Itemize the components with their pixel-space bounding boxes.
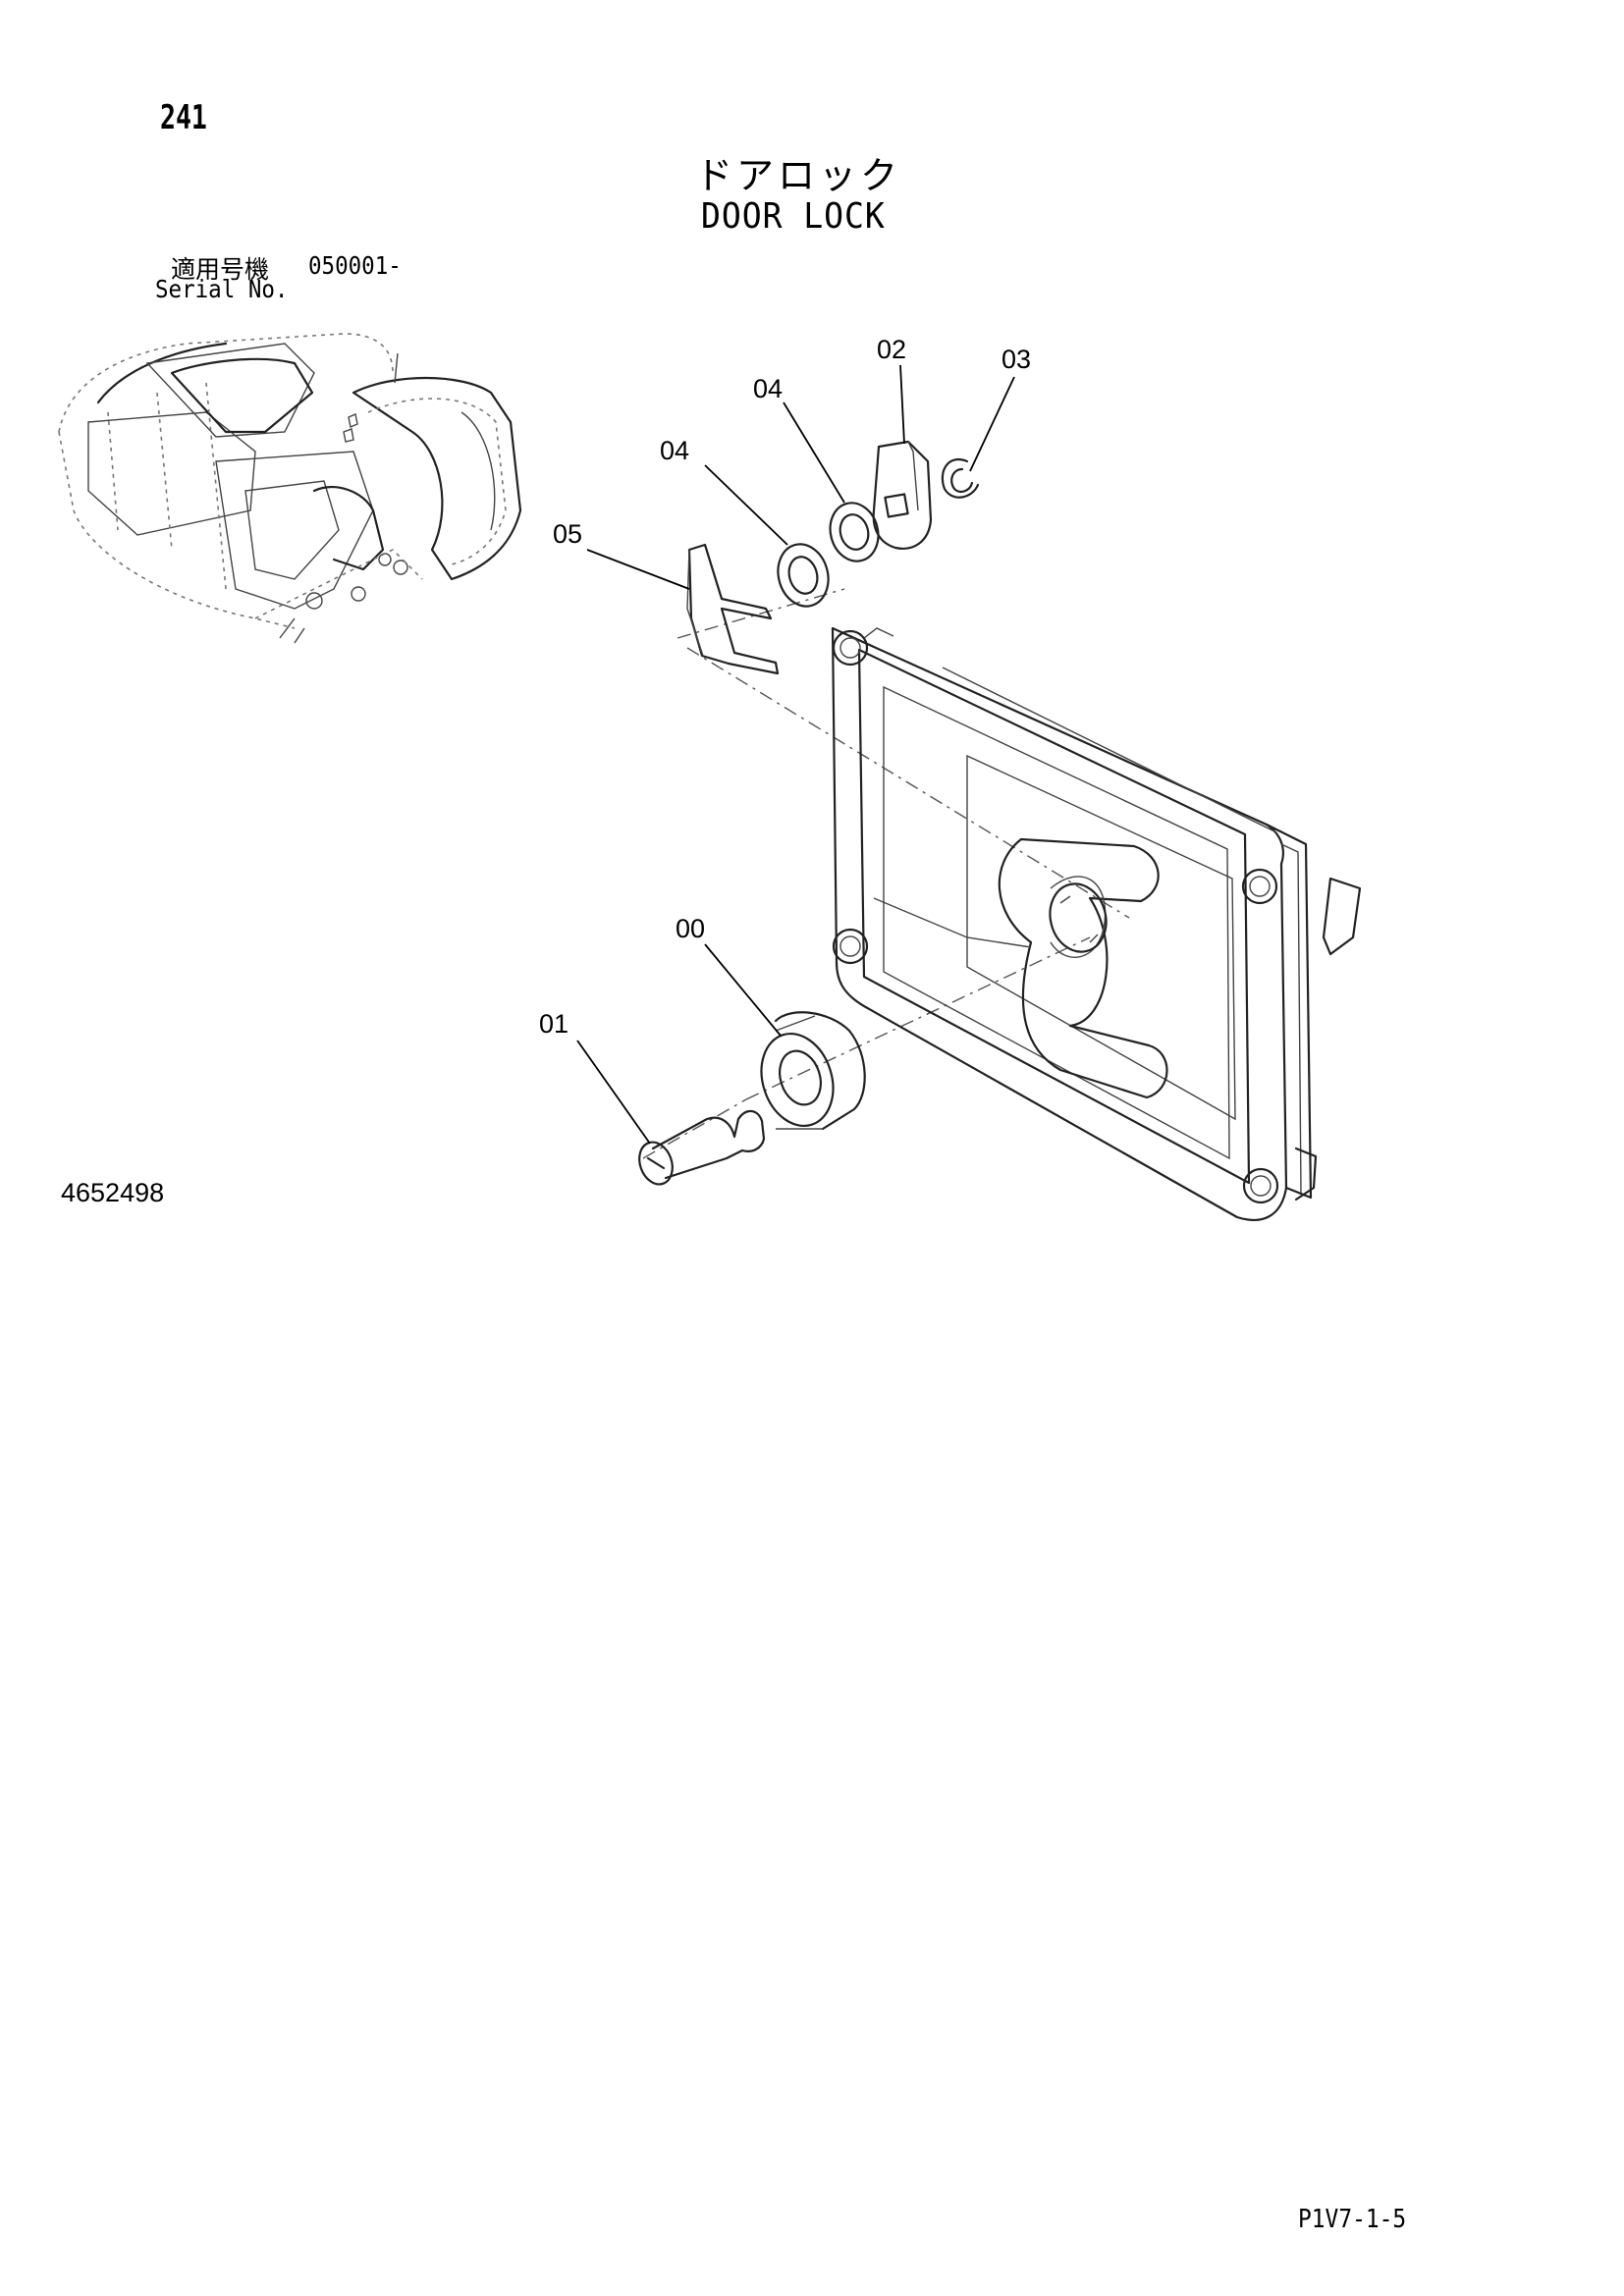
serial-number: 050001- <box>308 251 402 280</box>
part-00-lock-body <box>760 1011 866 1131</box>
serial-label-japanese: 適用号機 <box>171 255 270 284</box>
callout-01: 01 <box>539 1009 568 1039</box>
callout-05: 05 <box>553 519 582 549</box>
callout-04-inner: 04 <box>753 374 783 403</box>
serial-label-english: Serial No. <box>155 275 289 303</box>
drawing-code: 4652498 <box>61 1178 165 1207</box>
lock-plate-assembly <box>831 626 1362 1221</box>
title-english: DOOR LOCK <box>701 196 886 237</box>
title-japanese: ドアロック <box>695 154 902 197</box>
callout-00: 00 <box>676 914 705 943</box>
part-04-washer-outer <box>777 543 830 608</box>
callout-02: 02 <box>877 335 906 364</box>
part-05-clip <box>686 543 780 675</box>
part-04-washer-inner <box>829 502 880 562</box>
part-01-key-cylinder <box>638 1109 766 1186</box>
callout-04-outer: 04 <box>660 436 689 465</box>
sheet-reference: P1V7-1-5 <box>1298 2205 1407 2234</box>
cab-overview-sketch <box>58 333 522 644</box>
page-number: 241 <box>160 98 207 137</box>
callout-03: 03 <box>1001 345 1031 374</box>
leader-lines <box>576 364 1015 1145</box>
callout-labels: 02 03 04 04 05 00 01 <box>539 335 1031 1039</box>
assembly-axes <box>642 588 1130 1159</box>
part-03-snap-ring <box>941 458 980 499</box>
part-02-cam-plate <box>872 440 933 550</box>
